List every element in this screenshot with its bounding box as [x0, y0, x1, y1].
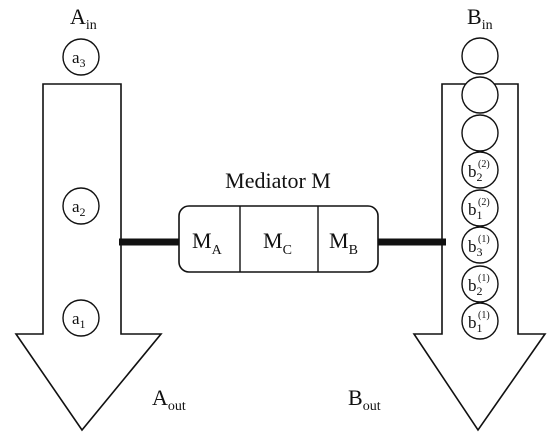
- mediator-box: [178, 205, 379, 273]
- mediator-cell-b: MB: [329, 228, 358, 258]
- mediator-title: Mediator M: [225, 168, 331, 193]
- stream-a-arrow: [14, 83, 163, 432]
- svg-text:MA: MA: [192, 228, 223, 258]
- stream-a-item-a2: a2: [62, 187, 100, 225]
- mediator-cell-c: MC: [263, 228, 292, 258]
- mediator-cell-a: MA: [192, 228, 223, 258]
- stream-b-item-b2-1: b2(1): [461, 265, 499, 303]
- cell-a-base: M: [192, 228, 212, 253]
- svg-text:b2(1): b2(1): [468, 273, 490, 298]
- svg-text:MB: MB: [329, 228, 358, 258]
- stream-b-item-b3-1: b3(1): [461, 226, 499, 264]
- a-out-label: Aout: [152, 385, 186, 414]
- svg-text:b1(1): b1(1): [468, 310, 490, 335]
- stream-a-item-a3: a3: [62, 38, 100, 76]
- stream-b-item-empty-2: [461, 76, 499, 114]
- svg-text:b3(1): b3(1): [468, 234, 490, 259]
- cell-c-base: M: [263, 228, 283, 253]
- stream-b-item-b2-2: b2(2): [461, 151, 499, 189]
- svg-text:a2: a2: [72, 197, 86, 219]
- cell-b-base: M: [329, 228, 349, 253]
- stream-b-item-b1-1: b1(1): [461, 302, 499, 340]
- svg-text:a1: a1: [72, 309, 86, 331]
- stream-b-item-b1-2: b1(2): [461, 189, 499, 227]
- b-out-label: Bout: [348, 385, 381, 414]
- svg-text:b2(2): b2(2): [468, 159, 490, 184]
- a-in-label: Ain: [70, 4, 97, 33]
- svg-text:MC: MC: [263, 228, 292, 258]
- cell-c-sub: C: [283, 243, 292, 258]
- cell-b-sub: B: [349, 243, 358, 258]
- stream-a-item-a1: a1: [62, 299, 100, 337]
- b-in-label: Bin: [467, 4, 493, 33]
- stream-b-item-empty-1: [461, 37, 499, 75]
- stream-b-item-empty-3: [461, 114, 499, 152]
- cell-a-sub: A: [212, 243, 223, 258]
- svg-text:a3: a3: [72, 48, 86, 70]
- svg-text:b1(2): b1(2): [468, 197, 490, 222]
